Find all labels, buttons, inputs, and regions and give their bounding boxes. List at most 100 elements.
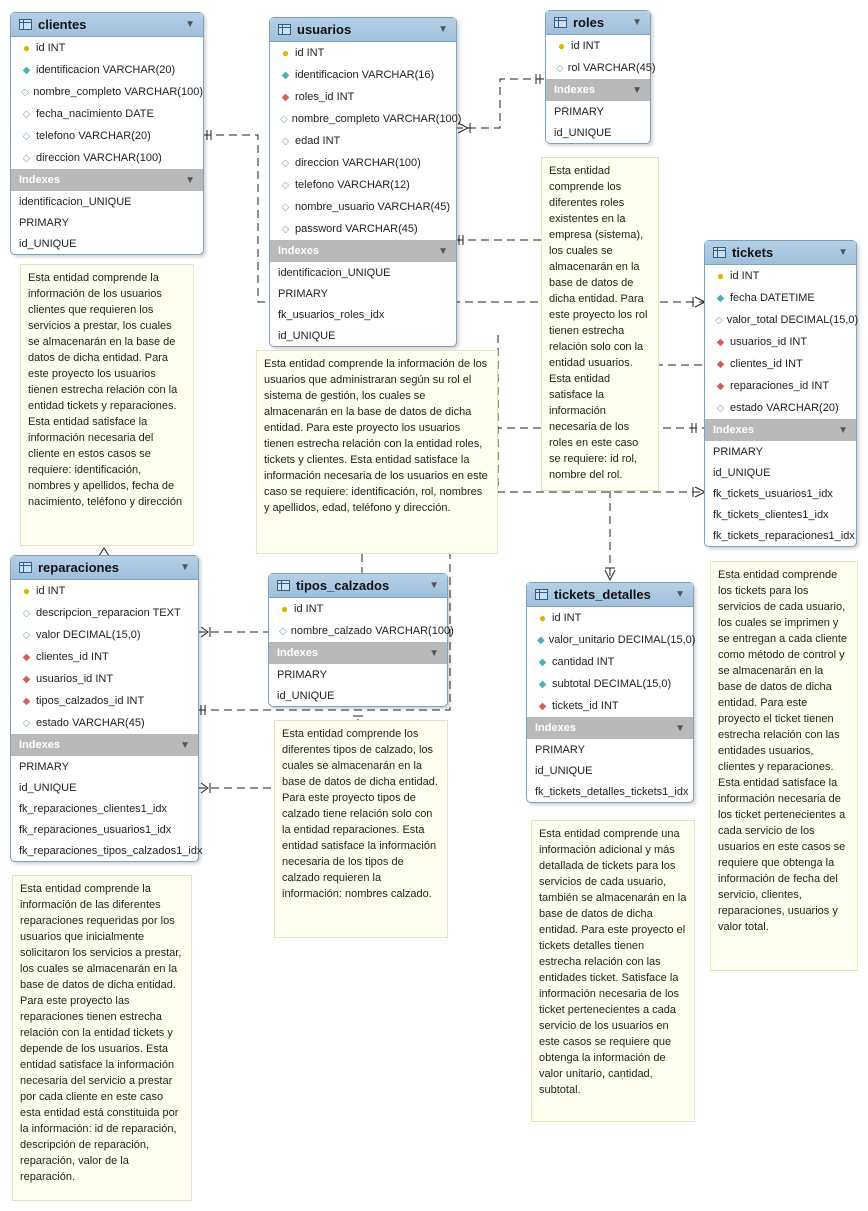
column-row[interactable]: ◆subtotal DECIMAL(15,0)	[527, 673, 693, 695]
table-header[interactable]: clientes ▼	[11, 13, 203, 37]
note-roles: Esta entidad comprende los diferentes ro…	[541, 157, 659, 491]
table-roles[interactable]: roles ▼ ●id INT◇rol VARCHAR(45) Indexes …	[545, 10, 656, 144]
column-row[interactable]: ●id INT	[270, 42, 456, 64]
indexes-header[interactable]: Indexes ▼	[527, 717, 693, 739]
index-row[interactable]: id_UNIQUE	[19, 237, 77, 250]
column-row[interactable]: ◇password VARCHAR(45)	[270, 218, 456, 240]
index-row[interactable]: PRIMARY	[277, 668, 327, 681]
column-row[interactable]: ◇edad INT	[270, 130, 456, 152]
column-row[interactable]: ◇valor DECIMAL(15,0)	[11, 624, 198, 646]
column-row[interactable]: ◇direccion VARCHAR(100)	[270, 152, 456, 174]
column-row[interactable]: ◆identificacion VARCHAR(16)	[270, 64, 456, 86]
column-row[interactable]: ◇estado VARCHAR(45)	[11, 712, 198, 734]
column-row[interactable]: ◆valor_unitario DECIMAL(15,0)	[527, 629, 695, 651]
column-row[interactable]: ◇direccion VARCHAR(100)	[11, 147, 203, 169]
index-row[interactable]: id_UNIQUE	[535, 764, 593, 777]
triangle-down-icon[interactable]: ▼	[429, 580, 439, 591]
column-row[interactable]: ◆clientes_id INT	[11, 646, 198, 668]
indexes-header[interactable]: Indexes ▼	[270, 240, 456, 262]
column-row[interactable]: ◇nombre_completo VARCHAR(100)	[11, 81, 203, 103]
triangle-down-icon[interactable]: ▼	[185, 174, 195, 186]
triangle-down-icon[interactable]: ▼	[185, 19, 195, 30]
column-row[interactable]: ◇estado VARCHAR(20)	[705, 397, 856, 419]
column-row[interactable]: ●id INT	[269, 598, 447, 620]
index-row[interactable]: PRIMARY	[554, 105, 604, 118]
column-row[interactable]: ◆cantidad INT	[527, 651, 693, 673]
index-row[interactable]: PRIMARY	[535, 743, 585, 756]
column-row[interactable]: ◆roles_id INT	[270, 86, 456, 108]
column-row[interactable]: ◇nombre_calzado VARCHAR(100)	[269, 620, 454, 642]
index-row[interactable]: id_UNIQUE	[713, 466, 771, 479]
triangle-down-icon[interactable]: ▼	[675, 722, 685, 734]
index-row[interactable]: fk_reparaciones_tipos_calzados1_idx	[19, 844, 203, 857]
triangle-down-icon[interactable]: ▼	[838, 247, 848, 258]
column-row[interactable]: ◇valor_total DECIMAL(15,0)	[705, 309, 858, 331]
column-row[interactable]: ◇descripcion_reparacion TEXT	[11, 602, 198, 624]
table-header[interactable]: tickets ▼	[705, 241, 856, 265]
index-row[interactable]: id_UNIQUE	[277, 689, 335, 702]
table-usuarios[interactable]: usuarios ▼ ●id INT◆identificacion VARCHA…	[269, 17, 461, 347]
column-row[interactable]: ◇telefono VARCHAR(20)	[11, 125, 203, 147]
index-row[interactable]: id_UNIQUE	[278, 329, 336, 342]
table-header[interactable]: tickets_detalles ▼	[527, 583, 693, 607]
column-label: reparaciones_id INT	[730, 380, 830, 392]
table-tipos-calzados[interactable]: tipos_calzados ▼ ●id INT◇nombre_calzado …	[268, 573, 454, 707]
column-row[interactable]: ◆clientes_id INT	[705, 353, 856, 375]
triangle-down-icon[interactable]: ▼	[632, 17, 642, 28]
index-row[interactable]: identificacion_UNIQUE	[19, 195, 132, 208]
index-row[interactable]: id_UNIQUE	[554, 126, 612, 139]
index-row[interactable]: fk_tickets_clientes1_idx	[713, 508, 829, 521]
table-reparaciones[interactable]: reparaciones ▼ ●id INT◇descripcion_repar…	[10, 555, 203, 862]
column-row[interactable]: ◆tipos_calzados_id INT	[11, 690, 198, 712]
column-row[interactable]: ●id INT	[705, 265, 856, 287]
column-row[interactable]: ◆fecha DATETIME	[705, 287, 856, 309]
table-header[interactable]: usuarios ▼	[270, 18, 456, 42]
column-row[interactable]: ◆usuarios_id INT	[705, 331, 856, 353]
column-row[interactable]: ●id INT	[527, 607, 693, 629]
table-clientes[interactable]: clientes ▼ ●id INT◆identificacion VARCHA…	[10, 12, 204, 255]
open-diamond-icon: ◇	[21, 86, 29, 98]
column-row[interactable]: ◆usuarios_id INT	[11, 668, 198, 690]
triangle-down-icon[interactable]: ▼	[838, 424, 848, 436]
index-row[interactable]: fk_reparaciones_clientes1_idx	[19, 802, 167, 815]
index-row[interactable]: fk_reparaciones_usuarios1_idx	[19, 823, 172, 836]
column-row[interactable]: ◆reparaciones_id INT	[705, 375, 856, 397]
index-row[interactable]: identificacion_UNIQUE	[278, 266, 391, 279]
column-row[interactable]: ◇nombre_usuario VARCHAR(45)	[270, 196, 456, 218]
table-header[interactable]: reparaciones ▼	[11, 556, 198, 580]
indexes-header[interactable]: Indexes ▼	[546, 79, 650, 101]
triangle-down-icon[interactable]: ▼	[180, 739, 190, 751]
triangle-down-icon[interactable]: ▼	[438, 24, 448, 35]
index-row[interactable]: PRIMARY	[19, 760, 69, 773]
table-header[interactable]: tipos_calzados ▼	[269, 574, 447, 598]
column-row[interactable]: ●id INT	[11, 37, 203, 59]
column-row[interactable]: ◆identificacion VARCHAR(20)	[11, 59, 203, 81]
indexes-header[interactable]: Indexes ▼	[11, 734, 198, 756]
triangle-down-icon[interactable]: ▼	[429, 647, 439, 659]
column-row[interactable]: ●id INT	[546, 35, 650, 57]
index-row[interactable]: fk_tickets_usuarios1_idx	[713, 487, 833, 500]
index-row[interactable]: fk_tickets_detalles_tickets1_idx	[535, 785, 689, 798]
triangle-down-icon[interactable]: ▼	[438, 245, 448, 257]
indexes-header[interactable]: Indexes ▼	[11, 169, 203, 191]
triangle-down-icon[interactable]: ▼	[180, 562, 190, 573]
triangle-down-icon[interactable]: ▼	[675, 589, 685, 600]
indexes-header[interactable]: Indexes ▼	[705, 419, 856, 441]
index-row[interactable]: PRIMARY	[713, 445, 763, 458]
column-row[interactable]: ◆tickets_id INT	[527, 695, 693, 717]
triangle-down-icon[interactable]: ▼	[632, 84, 642, 96]
index-row[interactable]: PRIMARY	[19, 216, 69, 229]
column-row[interactable]: ◇fecha_nacimiento DATE	[11, 103, 203, 125]
indexes-header[interactable]: Indexes ▼	[269, 642, 447, 664]
table-header[interactable]: roles ▼	[546, 11, 650, 35]
table-tickets-detalles[interactable]: tickets_detalles ▼ ●id INT◆valor_unitari…	[526, 582, 695, 803]
column-row[interactable]: ◇nombre_completo VARCHAR(100)	[270, 108, 461, 130]
column-row[interactable]: ◇telefono VARCHAR(12)	[270, 174, 456, 196]
column-row[interactable]: ◇rol VARCHAR(45)	[546, 57, 656, 79]
index-row[interactable]: id_UNIQUE	[19, 781, 77, 794]
index-row[interactable]: PRIMARY	[278, 287, 328, 300]
index-row[interactable]: fk_usuarios_roles_idx	[278, 308, 385, 321]
column-row[interactable]: ●id INT	[11, 580, 198, 602]
index-row[interactable]: fk_tickets_reparaciones1_idx	[713, 529, 855, 542]
table-tickets[interactable]: tickets ▼ ●id INT◆fecha DATETIME◇valor_t…	[704, 240, 858, 547]
